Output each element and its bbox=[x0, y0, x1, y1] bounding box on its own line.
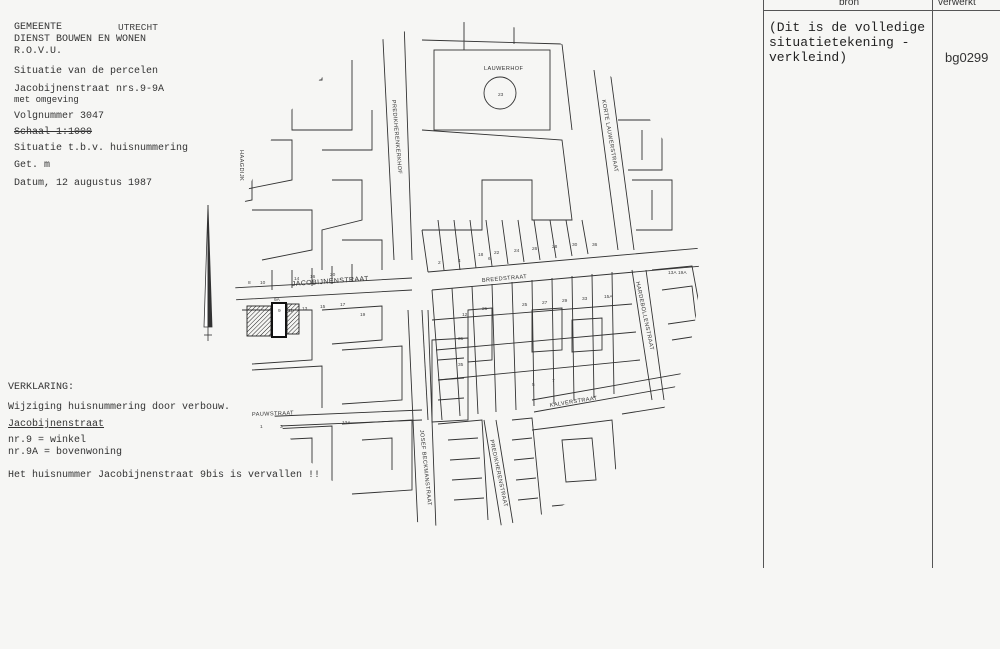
org-line-3: R.O.V.U. bbox=[14, 46, 63, 57]
date-line: Datum, 12 augustus 1987 bbox=[14, 178, 153, 189]
address-line: Jacobijnenstraat nrs.9-9A bbox=[14, 84, 165, 95]
plot-number: 4 bbox=[458, 258, 461, 264]
plot-number: 31 bbox=[458, 336, 464, 342]
plot-number: 12A bbox=[342, 420, 351, 426]
situation-map: JACOBIJNENSTRAAT BREEDSTRAAT KALVERSTRAA… bbox=[232, 20, 702, 530]
legend-line-1: Wijziging huisnummering door verbouw. bbox=[8, 402, 231, 413]
plot-number: 36 bbox=[592, 242, 598, 248]
purpose-line: Situatie t.b.v. huisnummering bbox=[14, 143, 189, 154]
plot-number: 8 bbox=[248, 280, 251, 286]
plot-number: 19 bbox=[360, 312, 366, 318]
column-header-source: bron bbox=[839, 0, 860, 8]
plot-numbers: 9A 9 11 13 15 17 19 23 20 16 14 10 8 4 2… bbox=[248, 92, 687, 430]
street-label-haagdijk: HAAGDIJK bbox=[238, 150, 244, 181]
plot-number: 12 bbox=[462, 312, 468, 318]
plot-number: 15A bbox=[604, 294, 613, 300]
plot-number: 10 bbox=[260, 280, 266, 286]
plot-number: 7 bbox=[552, 378, 555, 384]
surroundings-line: met omgeving bbox=[14, 95, 79, 105]
north-arrow-icon bbox=[203, 205, 213, 341]
archive-metadata-table: bron verwerkt (Dit is de volledige situa… bbox=[763, 0, 1000, 568]
table-divider bbox=[932, 0, 933, 568]
plot-number: 15 bbox=[320, 304, 326, 310]
sequence-number: Volgnummer 3047 bbox=[14, 111, 105, 122]
plot-number: 5 bbox=[532, 382, 535, 388]
plot-number: 3 bbox=[280, 424, 283, 430]
street-label-predikherenkerkhof: PREDIKHERENKERKHOF bbox=[390, 100, 402, 175]
legend-heading: VERKLARING: bbox=[8, 382, 75, 393]
org-line-2: DIENST BOUWEN EN WONEN bbox=[14, 34, 147, 45]
plot-number: 28 bbox=[552, 244, 558, 250]
plot-number: 29 bbox=[562, 298, 568, 304]
plot-number: 25 bbox=[522, 302, 528, 308]
subject-line: Situatie van de percelen bbox=[14, 66, 159, 77]
plot-number: 9 bbox=[278, 308, 281, 314]
plot-number: 18 bbox=[478, 252, 484, 258]
legend-street: Jacobijnenstraat bbox=[8, 419, 105, 430]
column-header-processed: verwerkt bbox=[938, 0, 976, 8]
street-label-josef-beckmanstraat: JOSEF BECKMANSTRAAT bbox=[418, 430, 432, 507]
table-divider bbox=[763, 10, 1000, 11]
plot-number: 13 bbox=[302, 306, 308, 312]
plot-number: 21 bbox=[482, 306, 488, 312]
map-linework bbox=[235, 22, 699, 528]
plot-number: 13A bbox=[668, 270, 677, 276]
street-label-pauwstraat: PAUWSTRAAT bbox=[252, 411, 294, 418]
plot-number: 14 bbox=[294, 276, 300, 282]
legend-item-1: nr.9 = winkel bbox=[8, 435, 87, 446]
street-label-hardebollenstraat: HARDEBOLLENSTRAAT bbox=[634, 281, 654, 351]
plot-number: 1 bbox=[260, 424, 263, 430]
scale-line: Schaal 1:1000 bbox=[14, 127, 93, 138]
plot-number: 22 bbox=[494, 250, 500, 256]
street-label-predikherenstraat: PREDIKHERENSTRAAT bbox=[488, 439, 508, 508]
archive-description: (Dit is de volledige situatietekening - … bbox=[769, 20, 926, 65]
plot-number: 33 bbox=[582, 296, 588, 302]
plot-number: 20 bbox=[330, 272, 336, 278]
plot-number: 24 bbox=[514, 248, 520, 254]
archive-code: bg0299 bbox=[945, 50, 989, 65]
legend-note: Het huisnummer Jacobijnenstraat 9bis is … bbox=[8, 470, 321, 481]
plot-number: 6 bbox=[488, 256, 491, 262]
org-line-1-left: GEMEENTE bbox=[14, 22, 63, 33]
plot-number: 17 bbox=[340, 302, 346, 308]
org-line-1-right: UTRECHT bbox=[118, 22, 158, 33]
table-divider bbox=[763, 0, 764, 568]
plot-number: 26 bbox=[532, 246, 538, 252]
plot-number: 19A bbox=[678, 270, 687, 276]
plot-number: 30 bbox=[572, 242, 578, 248]
plot-number: 11 bbox=[288, 308, 293, 314]
plot-number: 9A bbox=[274, 297, 281, 303]
plot-number: 27 bbox=[542, 300, 548, 306]
street-label-breedstraat: BREEDSTRAAT bbox=[482, 274, 528, 284]
highlighted-plot bbox=[246, 302, 300, 338]
street-label-lauwerhof: LAUWERHOF bbox=[484, 66, 524, 72]
drawn-by-line: Get. m bbox=[14, 160, 51, 171]
plot-number: 23 bbox=[498, 92, 504, 98]
plot-number: 16 bbox=[310, 274, 316, 280]
legend-item-2: nr.9A = bovenwoning bbox=[8, 447, 123, 458]
plot-number: 2 bbox=[438, 260, 441, 266]
plot-number: 35 bbox=[458, 362, 464, 368]
